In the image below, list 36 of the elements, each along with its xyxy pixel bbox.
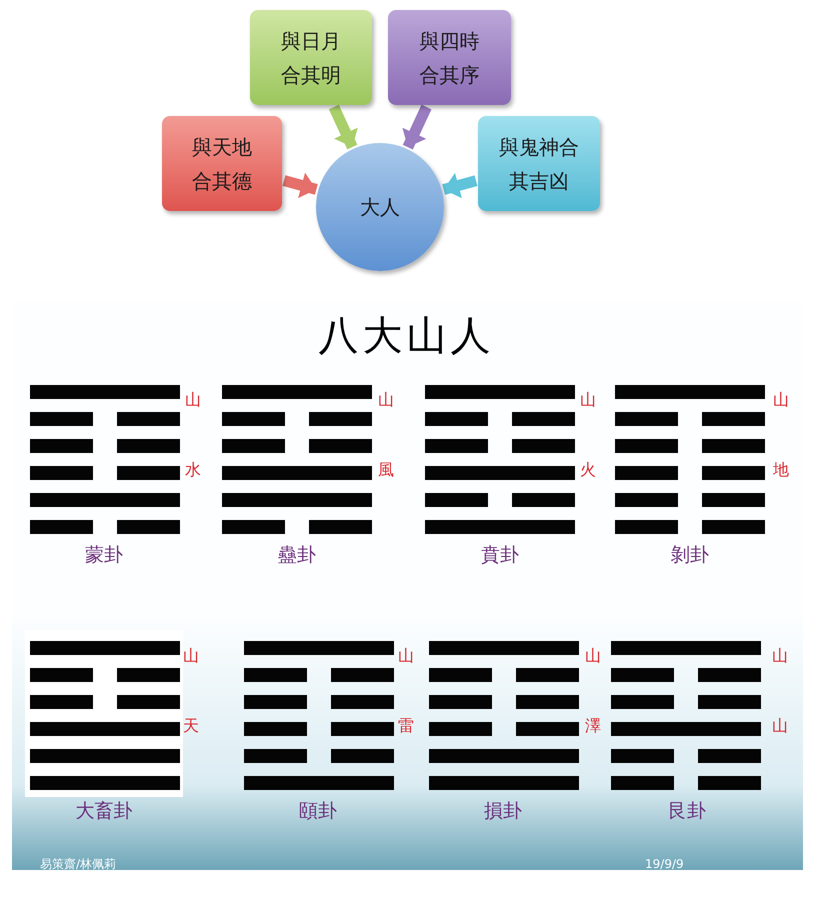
trigram-label: 火	[580, 461, 596, 479]
rounded-box	[478, 116, 600, 211]
hexagram-name: 賁卦	[480, 543, 520, 567]
hexagram-name: 頤卦	[298, 799, 338, 823]
rounded-box	[388, 10, 511, 105]
rounded-box	[162, 116, 282, 211]
trigram-label: 山	[378, 391, 394, 409]
footer-author: 易策齋/林佩莉	[40, 857, 116, 871]
trigram-label: 山	[585, 647, 601, 665]
node-text: 與日月合其明	[280, 28, 342, 88]
trigram-label: 山	[580, 391, 596, 409]
hexagram-name: 剝卦	[670, 543, 710, 567]
node-text: 與鬼神合其吉凶	[498, 134, 580, 194]
trigram-label: 雷	[398, 717, 414, 735]
trigram-label: 水	[185, 461, 201, 479]
trigram-label: 山	[398, 647, 414, 665]
node-text: 大人	[360, 194, 400, 221]
trigram-label: 山	[772, 717, 788, 735]
node-text: 與四時合其序	[418, 28, 480, 88]
trigram-label: 風	[378, 461, 394, 479]
trigram-label: 山	[773, 391, 789, 409]
hexagram-name: 大畜卦	[74, 799, 134, 823]
hexagram-name: 損卦	[483, 799, 523, 823]
trigram-label: 澤	[585, 717, 601, 735]
trigram-label: 地	[773, 461, 789, 479]
trigram-label: 山	[185, 391, 201, 409]
hexagram-name: 蒙卦	[84, 543, 124, 567]
hexagram-name: 蠱卦	[277, 543, 317, 567]
trigram-label: 天	[183, 717, 199, 735]
trigram-label: 山	[183, 647, 199, 665]
footer-date: 19/9/9	[645, 857, 684, 871]
slide-title: 八大山人	[318, 312, 496, 361]
hexagram-name: 艮卦	[667, 799, 707, 823]
node-text: 與天地合其德	[191, 134, 253, 194]
rounded-box	[250, 10, 372, 105]
trigram-label: 山	[772, 647, 788, 665]
